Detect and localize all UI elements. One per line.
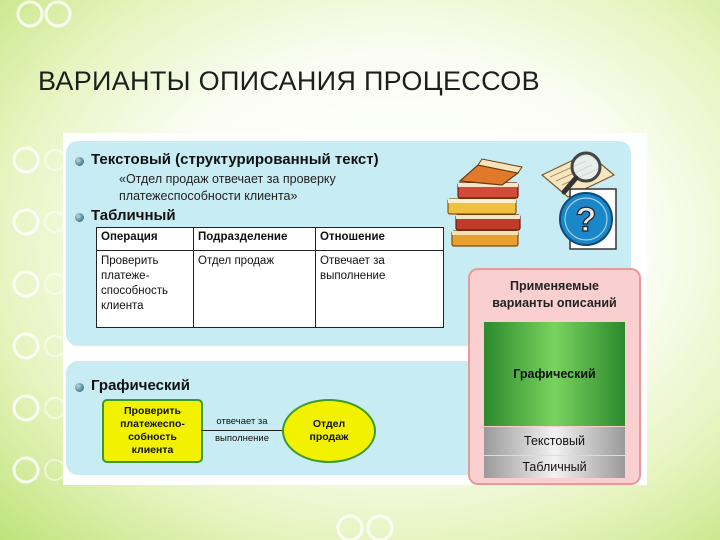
column-header: Операция xyxy=(96,227,194,251)
process-variants-figure: Текстовый (структурированный текст) «Отд… xyxy=(63,133,647,485)
magnifier-icon xyxy=(540,151,616,198)
textual-heading: Текстовый (структурированный текст) xyxy=(91,151,379,168)
bullet-icon xyxy=(75,157,84,166)
relation-label-top: отвечает за xyxy=(216,416,268,427)
variant-graphical: Графический xyxy=(484,322,625,426)
tabular-heading: Табличный xyxy=(91,207,176,224)
textual-quote-line-1: «Отдел продаж отвечает за проверку xyxy=(119,172,336,186)
textual-quote-line-2: платежеспособности клиента» xyxy=(119,189,298,203)
variant-tabular: Табличный xyxy=(484,456,625,478)
table-header-row: Операция Подразделение Отношение xyxy=(96,227,444,251)
applied-variants-title: Применяемые варианты описаний xyxy=(470,278,639,312)
svg-text:?: ? xyxy=(576,201,597,239)
table-row: Проверить платеже- способность клиента О… xyxy=(96,250,444,328)
column-header: Подразделение xyxy=(193,227,316,251)
graphical-heading: Графический xyxy=(91,377,190,394)
relation-connector-line xyxy=(201,430,283,431)
books-question-clipart: ? xyxy=(447,151,617,250)
department-oval: Отдел продаж xyxy=(282,399,376,463)
applied-variants-box: Применяемые варианты описаний Графически… xyxy=(468,268,641,485)
column-header: Отношение xyxy=(315,227,444,251)
table-cell: Отвечает за выполнение xyxy=(315,250,444,328)
bullet-icon xyxy=(75,383,84,392)
applied-variants-title-line-2: варианты описаний xyxy=(492,296,617,310)
slide-title: ВАРИАНТЫ ОПИСАНИЯ ПРОЦЕССОВ xyxy=(38,66,540,96)
department-oval-label: Отдел продаж xyxy=(309,418,349,443)
question-mark-icon: ? xyxy=(559,188,617,250)
table-cell: Отдел продаж xyxy=(193,250,316,328)
relation-label-bottom: выполнение xyxy=(214,433,269,444)
process-box-label: Проверить платежеспо- собность клиента xyxy=(120,405,185,456)
process-box: Проверить платежеспо- собность клиента xyxy=(102,399,203,463)
process-table: Операция Подразделение Отношение Провери… xyxy=(96,227,444,328)
bullet-icon xyxy=(75,213,84,222)
applied-variants-title-line-1: Применяемые xyxy=(509,279,599,293)
table-cell: Проверить платеже- способность клиента xyxy=(96,250,194,328)
books-icon xyxy=(447,158,523,247)
variant-textual: Текстовый xyxy=(484,427,625,455)
